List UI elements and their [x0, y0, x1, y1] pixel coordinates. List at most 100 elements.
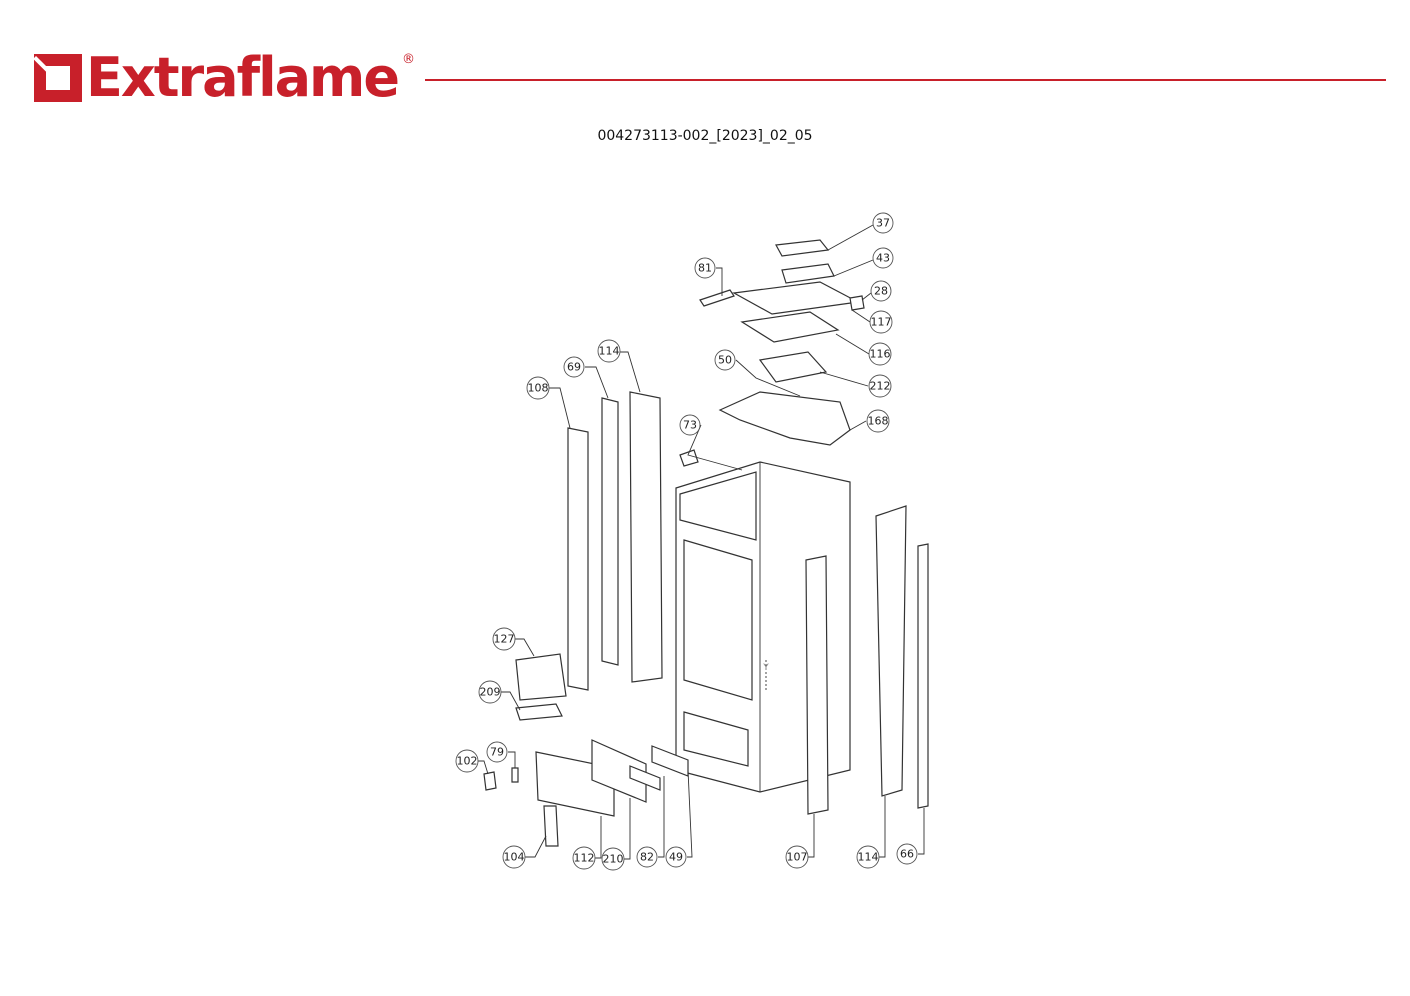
callout-number: 81: [698, 262, 712, 275]
callouts: 37 43 81 28 117 116 114 69 50 108 212 16…: [455, 212, 925, 871]
callout-number: 28: [874, 285, 888, 298]
callout-number: 79: [490, 746, 504, 759]
callout-112: 112: [572, 846, 596, 870]
leader-line: [819, 371, 869, 387]
callout-number: 116: [870, 348, 891, 361]
part-66-panel: [917, 543, 929, 809]
callout-number: 108: [528, 382, 549, 395]
callout-bubble: [868, 342, 892, 366]
callout-114-right: 114: [856, 845, 880, 869]
callout-43: 43: [872, 247, 894, 269]
leader-line: [595, 816, 602, 859]
callout-50: 50: [714, 349, 736, 371]
callout-number: 37: [876, 217, 890, 230]
part-37: [775, 239, 830, 257]
part-127: [515, 653, 567, 701]
registered-mark: ®: [402, 52, 415, 67]
leader-line: [508, 751, 516, 768]
callout-number: 102: [457, 755, 478, 768]
callout-210: 210: [601, 847, 625, 871]
callout-73: 73: [679, 414, 701, 436]
callout-28: 28: [870, 280, 892, 302]
leader-line: [879, 796, 886, 858]
body-top-chamber: [679, 471, 757, 541]
callout-bubble: [665, 846, 687, 868]
callout-bubble: [597, 339, 621, 363]
part-116: [740, 311, 840, 343]
callout-168: 168: [866, 409, 890, 433]
callout-number: 114: [858, 851, 879, 864]
callout-66: 66: [896, 843, 918, 865]
leader-line: [827, 224, 874, 251]
callout-49: 49: [665, 846, 687, 868]
callout-117: 117: [869, 310, 893, 334]
part-79: [511, 767, 519, 783]
callout-bubble: [869, 310, 893, 334]
brand-logo: Extraflame: [34, 48, 400, 108]
callout-number: 209: [480, 686, 501, 699]
callout-number: 168: [868, 415, 889, 428]
leader-line: [525, 835, 547, 858]
callout-number: 66: [900, 848, 914, 861]
part-102: [483, 771, 497, 791]
callout-number: 50: [718, 354, 732, 367]
callout-bubble: [872, 212, 894, 234]
callout-bubble: [572, 846, 596, 870]
leader-line: [808, 814, 815, 858]
leader-line: [861, 292, 872, 301]
leader-line: [585, 366, 609, 399]
callout-number: 210: [603, 853, 624, 866]
part-212-gasket: [758, 351, 828, 383]
callout-114: 114: [597, 339, 621, 363]
leader-line: [687, 424, 743, 471]
leader-line: [515, 638, 535, 657]
callout-number: 112: [574, 852, 595, 865]
callout-bubble: [896, 843, 918, 865]
leader-line: [851, 309, 871, 323]
leader-line: [549, 387, 571, 429]
callout-108: 108: [526, 376, 550, 400]
callout-bubble: [866, 409, 890, 433]
callout-bubble: [714, 349, 736, 371]
part-108-panel: [567, 427, 589, 691]
callout-104: 104: [502, 845, 526, 869]
callout-bubble: [870, 280, 892, 302]
callout-102: 102: [455, 749, 479, 773]
callout-bubble: [486, 741, 508, 763]
callout-bubble: [872, 247, 894, 269]
leader-line: [849, 420, 867, 431]
callout-37: 37: [872, 212, 894, 234]
callout-bubble: [455, 749, 479, 773]
part-69-panel: [601, 397, 619, 666]
callout-number: 82: [640, 851, 654, 864]
leader-line: [833, 259, 874, 277]
callout-number: 114: [599, 345, 620, 358]
callout-bubble: [601, 847, 625, 871]
callout-number: 117: [871, 316, 892, 329]
callout-bubble: [478, 680, 502, 704]
logo-mark-icon: [34, 54, 82, 102]
part-81: [699, 289, 735, 307]
callout-bubble: [563, 356, 585, 378]
callout-bubble: [868, 374, 892, 398]
callout-212: 212: [868, 374, 892, 398]
callout-bubble: [694, 257, 716, 279]
callout-bubble: [502, 845, 526, 869]
callout-number: 104: [504, 851, 525, 864]
parts-drawing: Y: [483, 239, 929, 847]
leader-line: [687, 769, 693, 858]
part-209-gasket: [515, 703, 563, 721]
callout-107: 107: [785, 845, 809, 869]
part-82: [629, 765, 661, 791]
callout-82: 82: [636, 846, 658, 868]
axis-y-label: Y: [762, 663, 769, 673]
part-107-panel: [805, 555, 829, 815]
callout-bubble: [785, 845, 809, 869]
part-168-cover: [718, 391, 851, 446]
callout-bubble: [526, 376, 550, 400]
callout-number: 43: [876, 252, 890, 265]
leader-line: [835, 333, 870, 355]
body-front-window: [683, 539, 753, 701]
callout-79: 79: [486, 741, 508, 763]
document-code: 004273113-002_[2023]_02_05: [597, 128, 813, 144]
